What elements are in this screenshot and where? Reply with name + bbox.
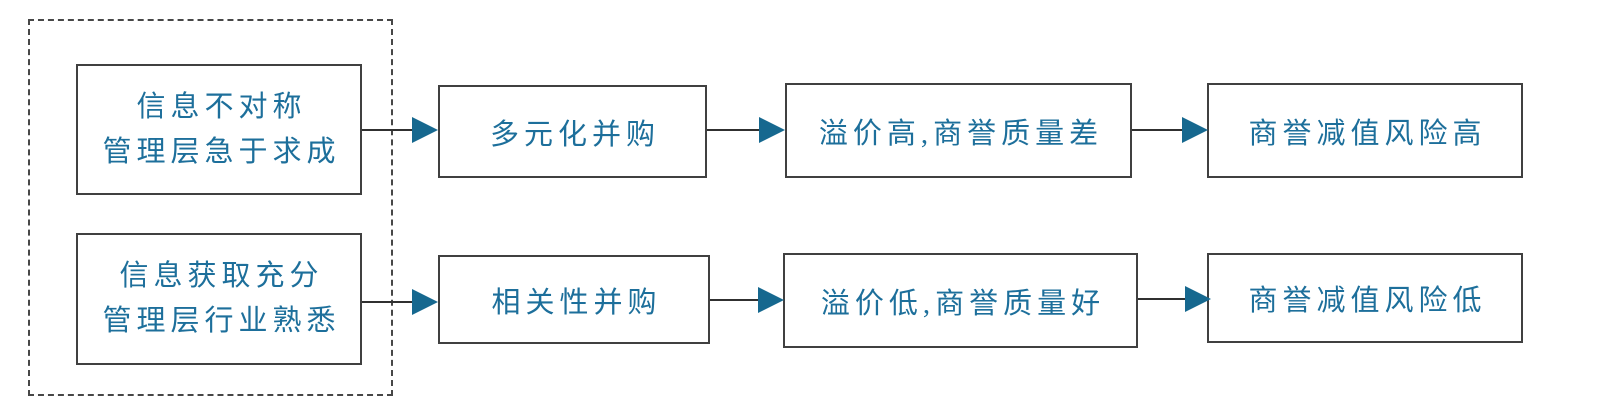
node-risk-top: 商誉减值风险高 xyxy=(1207,83,1523,178)
arrow-bottom-3 xyxy=(1138,286,1211,312)
node-ma-type-bottom: 相关性并购 xyxy=(438,255,710,344)
node-risk-bottom: 商誉减值风险低 xyxy=(1207,253,1523,343)
node-text-line: 相关性并购 xyxy=(491,286,662,319)
arrow-head-icon xyxy=(1185,286,1211,312)
arrow-head-icon xyxy=(1182,117,1208,143)
node-premium-bottom: 溢价低,商誉质量好 xyxy=(783,253,1138,348)
arrow-top-3 xyxy=(1132,117,1208,143)
node-text-line: 信息获取充分 xyxy=(119,260,324,292)
node-ma-type-top: 多元化并购 xyxy=(438,85,707,178)
node-antecedent-bottom: 信息获取充分 管理层行业熟悉 xyxy=(76,233,362,365)
arrow-shaft xyxy=(1138,298,1189,300)
arrow-head-icon xyxy=(412,117,438,143)
arrow-head-icon xyxy=(759,117,785,143)
node-text-line: 管理层行业熟悉 xyxy=(102,305,341,337)
node-text-line: 溢价高,商誉质量差 xyxy=(818,117,1104,150)
node-text-line: 管理层急于求成 xyxy=(102,135,341,168)
node-text-line: 商誉减值风险低 xyxy=(1248,285,1487,317)
node-premium-top: 溢价高,商誉质量差 xyxy=(785,83,1132,178)
arrow-shaft xyxy=(707,129,763,131)
arrow-top-2 xyxy=(707,117,785,143)
node-antecedent-top: 信息不对称 管理层急于求成 xyxy=(76,64,362,195)
node-text-line: 商誉减值风险高 xyxy=(1248,117,1487,150)
arrow-shaft xyxy=(362,129,416,131)
arrow-head-icon xyxy=(758,287,784,313)
arrow-shaft xyxy=(710,299,762,301)
arrow-head-icon xyxy=(412,289,438,315)
antecedents-dashed-group-box xyxy=(28,19,393,396)
arrow-top-1 xyxy=(362,117,438,143)
arrow-shaft xyxy=(362,301,416,303)
node-text-line: 多元化并购 xyxy=(489,118,660,151)
arrow-bottom-2 xyxy=(710,287,784,313)
node-text-line: 信息不对称 xyxy=(136,90,307,123)
node-text-line: 溢价低,商誉质量好 xyxy=(820,287,1106,320)
arrow-shaft xyxy=(1132,129,1186,131)
arrow-bottom-1 xyxy=(362,289,438,315)
